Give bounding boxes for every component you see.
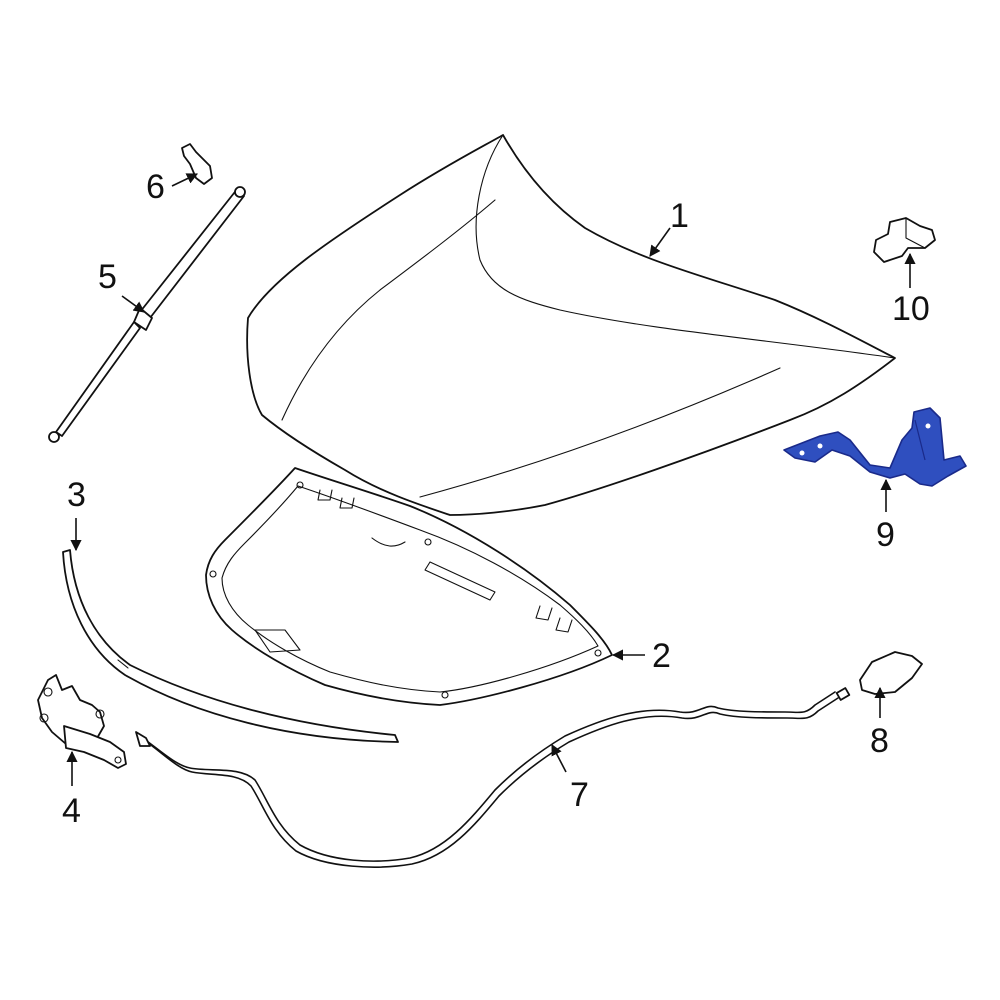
leader-5 <box>121 295 145 313</box>
callout-3: 3 <box>67 476 86 514</box>
hood-latch-part[interactable] <box>37 674 127 769</box>
lift-support-clip-part[interactable] <box>181 143 213 185</box>
hood-bumper-part[interactable] <box>873 217 936 263</box>
leader-1 <box>649 227 671 257</box>
lift-support-part[interactable] <box>48 186 246 443</box>
callout-5: 5 <box>98 258 117 296</box>
callout-labels: 1 2 3 4 5 6 7 8 9 10 <box>62 168 930 830</box>
leader-7 <box>551 744 567 773</box>
release-cable-part[interactable] <box>135 687 851 868</box>
leader-lines <box>66 173 916 786</box>
callout-10: 10 <box>892 290 930 328</box>
hood-hinge-part[interactable] <box>783 407 967 487</box>
leader-6 <box>171 173 199 187</box>
callout-6: 6 <box>146 168 165 206</box>
callout-7: 7 <box>570 776 589 814</box>
hood-insulator-part[interactable] <box>205 467 613 706</box>
release-handle-part[interactable] <box>859 651 923 695</box>
callout-1: 1 <box>670 197 689 235</box>
callout-2: 2 <box>652 637 671 675</box>
callout-4: 4 <box>62 792 81 830</box>
callout-9: 9 <box>876 516 895 554</box>
hood-part[interactable] <box>246 134 896 516</box>
callout-8: 8 <box>870 722 889 760</box>
weatherstrip-part[interactable] <box>62 549 399 743</box>
